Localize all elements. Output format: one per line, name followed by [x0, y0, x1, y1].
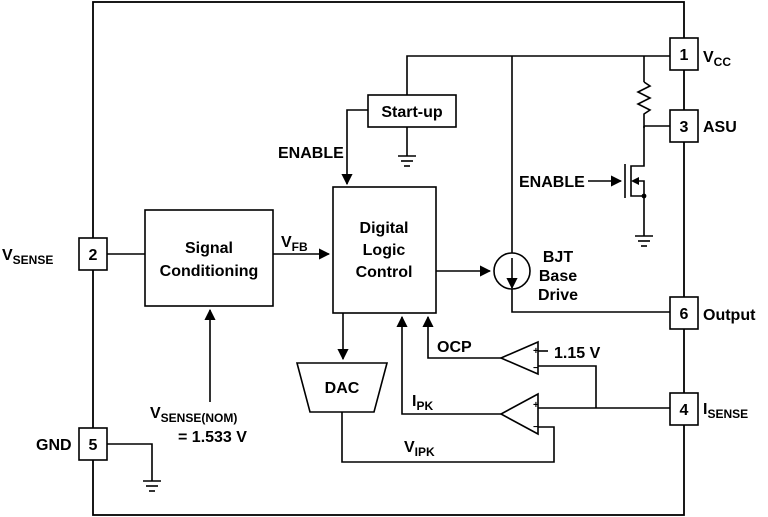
pin-isense: 4 ISENSE — [669, 392, 748, 426]
vfb-label: VFB — [281, 234, 308, 254]
digital-logic-line-2: Logic — [363, 242, 406, 259]
pin-vcc-number: 1 — [680, 47, 689, 64]
enable-label-top: ENABLE — [278, 145, 344, 162]
signal-conditioning-line-1: Signal — [185, 240, 233, 257]
startup-to-logic-arrow — [341, 109, 368, 186]
comparator-ocp-plus: + — [533, 346, 539, 357]
ocp-arrow — [422, 315, 501, 359]
ocp-label: OCP — [437, 339, 472, 356]
pin-vsense-number: 2 — [89, 247, 98, 264]
pin-asu-number: 3 — [680, 119, 689, 136]
startup-label: Start-up — [381, 104, 443, 121]
pin-output: 6 Output — [669, 296, 756, 330]
ipk-arrow — [396, 315, 501, 415]
vipk-label: VIPK — [404, 439, 435, 459]
comparator-ocp — [498, 340, 539, 376]
comparator-ipk-minus: − — [533, 422, 539, 433]
resistor-icon — [636, 81, 652, 128]
bjt-line-2: Base — [539, 268, 577, 285]
vsense-nom-label: VSENSE(NOM) — [150, 405, 237, 425]
pin-output-label: Output — [703, 307, 756, 324]
gnd-wire — [107, 443, 153, 481]
digital-logic-line-1: Digital — [360, 220, 409, 237]
pin-isense-number: 4 — [680, 402, 689, 419]
digital-logic-line-3: Control — [356, 264, 413, 281]
pin-vcc-label: VCC — [703, 49, 731, 69]
pin-gnd-number: 5 — [89, 437, 98, 454]
ground-icon-startup — [398, 155, 416, 167]
ipk-label: IPK — [412, 393, 433, 413]
pin-output-number: 6 — [680, 306, 689, 323]
dac-block — [295, 362, 389, 413]
pin-vsense: 2 VSENSE — [2, 237, 108, 271]
isense-to-ocp-wire — [538, 365, 597, 408]
comparator-ocp-minus: − — [533, 363, 539, 374]
ref-voltage-label: 1.15 V — [554, 345, 601, 362]
bjt-line-1: BJT — [543, 249, 573, 266]
ground-icon-mosfet — [635, 235, 653, 247]
pin-gnd-label: GND — [36, 437, 72, 454]
vcc-rail-wire — [406, 55, 670, 95]
vsense-nom-value: = 1.533 V — [178, 429, 247, 446]
startup-block — [367, 94, 457, 128]
bjt-to-output-wire — [511, 289, 670, 313]
pin-vcc: 1 VCC — [669, 37, 731, 71]
bjt-line-3: Drive — [538, 287, 578, 304]
dac-label: DAC — [325, 380, 360, 397]
ground-icon-gnd — [143, 480, 161, 492]
pin-isense-label: ISENSE — [703, 401, 748, 421]
signal-conditioning-block — [144, 209, 274, 307]
comparator-ipk-plus: + — [533, 400, 539, 411]
digital-logic-block — [332, 186, 437, 314]
enable-label-mosfet: ENABLE — [519, 174, 585, 191]
pin-vsense-label: VSENSE — [2, 247, 53, 267]
pin-gnd: 5 GND — [36, 427, 108, 461]
pin-asu: 3 ASU — [669, 109, 737, 143]
mosfet-icon — [624, 126, 647, 236]
vipk-wire — [341, 412, 555, 463]
comparator-ipk — [499, 392, 539, 436]
signal-conditioning-line-2: Conditioning — [160, 263, 259, 280]
pin-asu-label: ASU — [703, 119, 737, 136]
